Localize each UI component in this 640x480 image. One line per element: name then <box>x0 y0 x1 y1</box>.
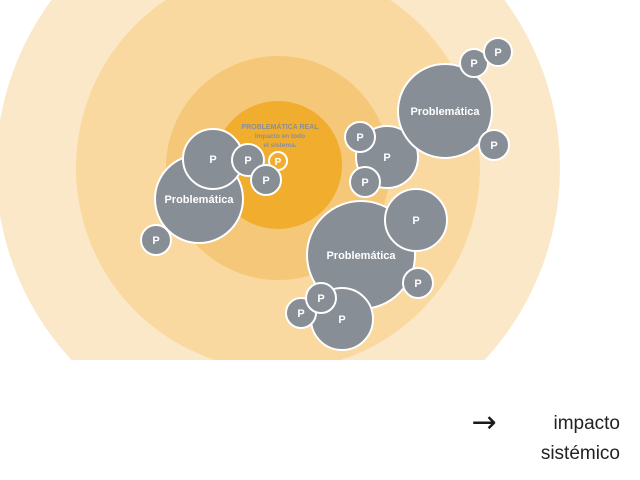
legend-line-2: sistémico <box>540 443 620 464</box>
core-subtitle-line1: Impacto en todo <box>255 133 305 140</box>
p-label: P <box>412 215 419 227</box>
p-label: P <box>297 308 304 320</box>
p-label: P <box>317 293 324 305</box>
core-label: PROBLEMÁTICA REAL Impacto en todo el sis… <box>241 122 319 149</box>
cluster-bottom: Problemática P P P P P <box>285 188 448 351</box>
p-bubble <box>483 37 513 67</box>
problem-label: Problemática <box>164 194 234 206</box>
legend: → impacto sistémico <box>471 405 620 469</box>
core-title: PROBLEMÁTICA REAL <box>241 122 319 131</box>
p-bubble <box>140 224 172 256</box>
p-label: P <box>244 155 251 167</box>
p-bubble <box>349 166 381 198</box>
cluster-top-right: P Problemática P P P P P <box>344 37 513 198</box>
p-bubble <box>402 267 434 299</box>
legend-text: impacto sistémico <box>541 409 620 469</box>
right-arrow-icon: → <box>471 405 497 440</box>
p-label: P <box>361 177 368 189</box>
problem-label: Problemática <box>410 106 480 118</box>
p-label-highlight: P <box>275 157 282 168</box>
p-label: P <box>414 278 421 290</box>
p-label: P <box>490 140 497 152</box>
core-subtitle-line2: el sistema. <box>263 142 296 149</box>
p-label: P <box>262 175 269 187</box>
p-bubble <box>384 188 448 252</box>
p-bubble <box>250 164 282 196</box>
p-bubble <box>478 129 510 161</box>
p-bubble <box>344 121 376 153</box>
p-label: P <box>494 47 501 59</box>
cluster-left: Problemática P P P P P <box>140 128 288 256</box>
p-label: P <box>209 154 216 166</box>
legend-line-1: impacto <box>553 413 620 434</box>
p-label: P <box>383 152 390 164</box>
p-label: P <box>356 132 363 144</box>
p-label: P <box>152 235 159 247</box>
problem-bubble <box>397 63 493 159</box>
p-label: P <box>338 314 345 326</box>
problem-label: Problemática <box>326 250 396 262</box>
p-bubble <box>305 282 337 314</box>
p-label: P <box>470 58 477 70</box>
